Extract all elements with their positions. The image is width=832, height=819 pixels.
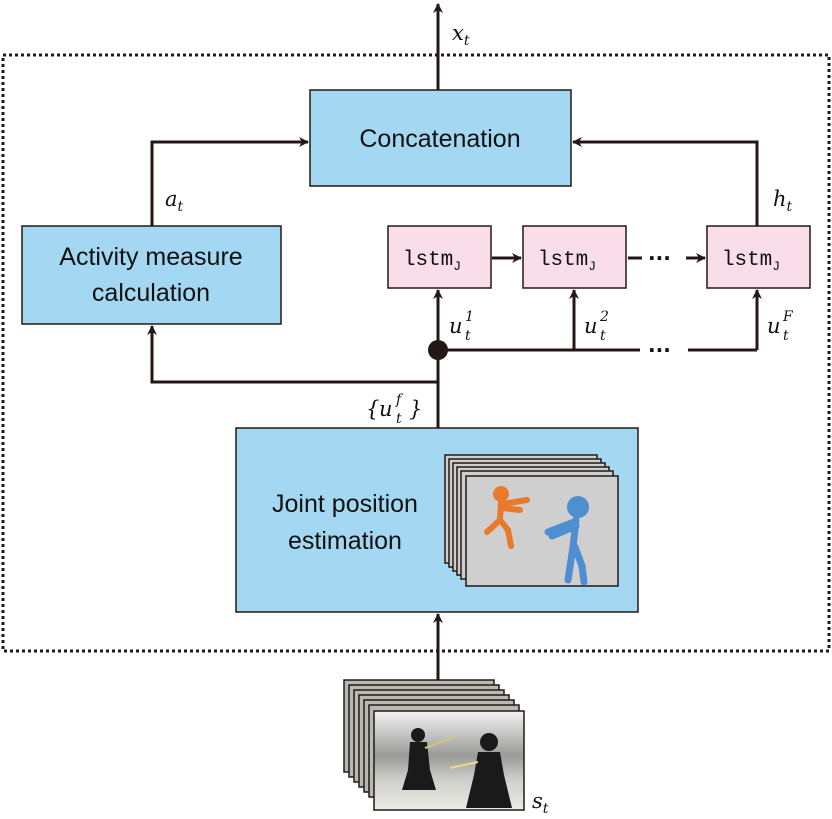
split-point: [428, 340, 448, 360]
activity-label-a: at: [165, 187, 184, 215]
output-label-x: xt: [452, 21, 470, 49]
joint-position-label-line1: Joint position: [272, 490, 418, 518]
lstm-cell-2: lstmJ: [522, 225, 627, 289]
joint-position-label-line2: estimation: [288, 527, 402, 555]
joint-set-label-u: u: [379, 397, 393, 421]
lstm-subscript: J: [588, 259, 596, 274]
concatenation-box: [309, 89, 572, 187]
activity-measure-label-line1: Activity measure: [59, 243, 242, 271]
system-boundary: [1, 53, 831, 653]
joint-label-uF: u: [767, 314, 781, 338]
joint-label-u2-sub: t: [600, 328, 606, 344]
pose-frames-stack: [444, 454, 619, 587]
activity-measure-label-line2: calculation: [92, 279, 210, 307]
lstm-cell-1: lstmJ: [387, 225, 492, 289]
bus-ellipsis: ···: [648, 338, 671, 362]
input-label-s: st: [532, 789, 549, 817]
lstm-label: lstm: [538, 249, 588, 272]
svg-text:lstmJ: lstmJ: [538, 249, 596, 274]
joint-set-label-sub: t: [396, 411, 402, 427]
joint-label-u1-sup: 1: [465, 309, 474, 325]
activity-to-concat-arrow: [150, 137, 309, 226]
joint-set-label-sup: f: [395, 392, 404, 408]
joint-label-u2: u: [584, 314, 598, 338]
split-to-activity-arrow: [147, 325, 438, 384]
joint-label-uF-sup: F: [782, 309, 794, 325]
concatenation-label: Concatenation: [359, 125, 520, 153]
connectors: [147, 3, 762, 680]
svg-text:lstmJ: lstmJ: [403, 249, 461, 274]
svg-text:lstmJ: lstmJ: [722, 249, 780, 274]
lstm-subscript: J: [772, 259, 780, 274]
lstm-to-concat-arrow: [572, 137, 759, 226]
joint-label-u2-sup: 2: [599, 309, 609, 325]
orange-pose-figure: [484, 486, 530, 549]
kendo-photo-figures: [402, 728, 512, 808]
lstm-label: lstm: [722, 249, 772, 272]
joint-label-uF-sub: t: [783, 328, 789, 344]
activity-measure-box: [21, 225, 282, 325]
blue-pose-figure: [544, 496, 589, 586]
lstm-subscript: J: [453, 259, 461, 274]
lstm-label: lstm: [403, 249, 453, 272]
lstm-chain-ellipsis: ···: [648, 246, 671, 270]
joint-set-label-close: }: [409, 397, 422, 421]
joint-label-u1-sub: t: [465, 328, 471, 344]
hidden-label-h: ht: [773, 187, 793, 215]
joint-label-u1: u: [449, 314, 463, 338]
lstm-cell-3: lstmJ: [706, 225, 811, 289]
joint-set-label-open: {: [366, 397, 379, 421]
